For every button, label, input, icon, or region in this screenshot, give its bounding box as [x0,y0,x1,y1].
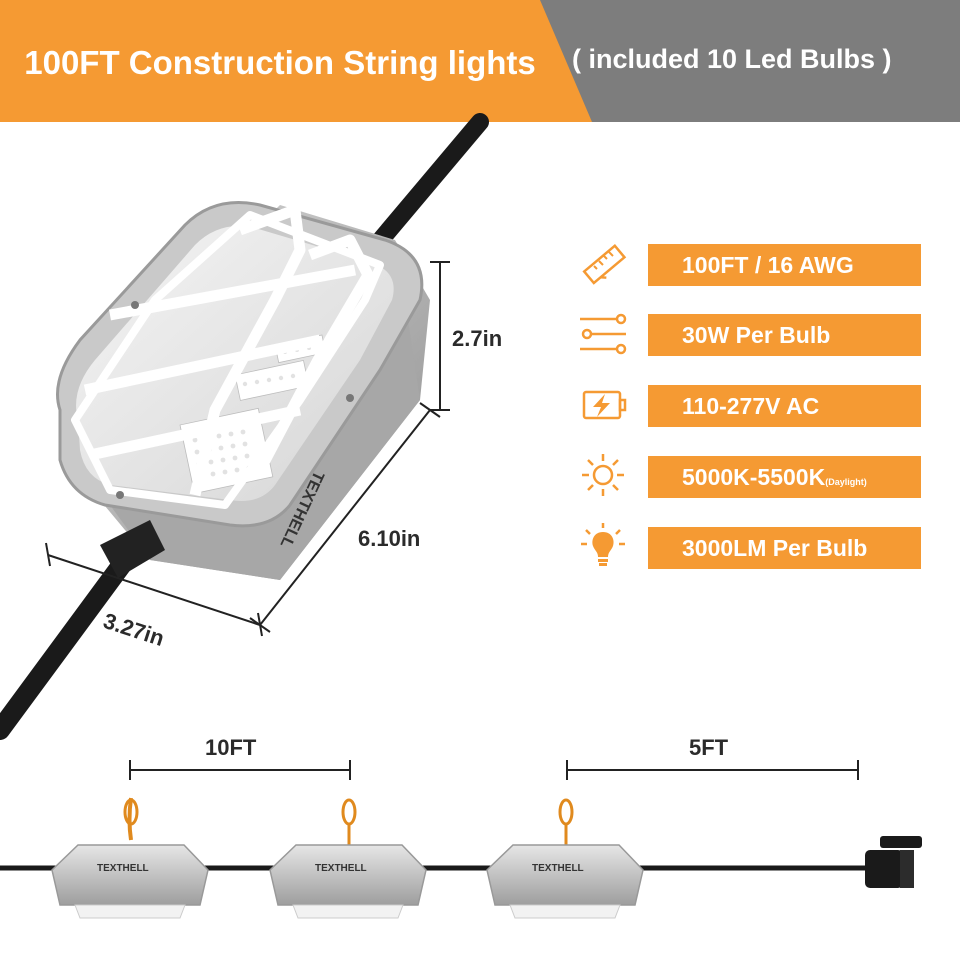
spec-color-temp: 5000K-5500K(Daylight) [648,456,921,498]
svg-text:TEXTHELL: TEXTHELL [532,863,584,874]
lightbulb-icon [581,523,625,566]
outlet-connector [865,836,922,888]
svg-text:TEXTHELL: TEXTHELL [97,863,149,874]
banner-title: 100FT Construction String lights [24,44,536,81]
spec-length-gauge: 100FT / 16 AWG [648,244,921,286]
spacing-rulers [129,760,859,780]
header-banner [0,0,960,122]
battery-bolt-icon [582,390,627,420]
spec-wattage: 30W Per Bulb [648,314,921,356]
spec-voltage-text: 110-277V AC [682,393,820,419]
sliders-icon [580,313,627,355]
plug-spacing-label: 5FT [689,735,729,760]
spec-color-temp-suffix: (Daylight) [825,477,867,487]
svg-text:TEXTHELL: TEXTHELL [315,863,367,874]
spec-lumens: 3000LM Per Bulb [648,527,921,569]
spec-color-temp-text: 5000K-5500K [682,464,826,490]
spec-length-gauge-text: 100FT / 16 AWG [682,252,854,278]
length-dimension-label: 6.10in [358,526,421,551]
string-light-3: TEXTHELL [486,798,644,919]
ruler-icon [582,244,627,285]
protective-cage [71,204,384,509]
bulb-spacing-label: 10FT [205,735,257,760]
spec-lumens-text: 3000LM Per Bulb [682,535,868,561]
spec-voltage: 110-277V AC [648,385,921,427]
dimension-lines [45,261,450,637]
spec-wattage-text: 30W Per Bulb [682,322,831,348]
sun-icon [582,454,624,496]
banner-subtitle: ( included 10 Led Bulbs ) [572,44,892,74]
work-light-large: TEXTHELL [56,201,430,580]
string-light-1: TEXTHELL [51,797,209,919]
height-dimension-label: 2.7in [452,326,503,351]
string-light-2: TEXTHELL [269,798,427,919]
